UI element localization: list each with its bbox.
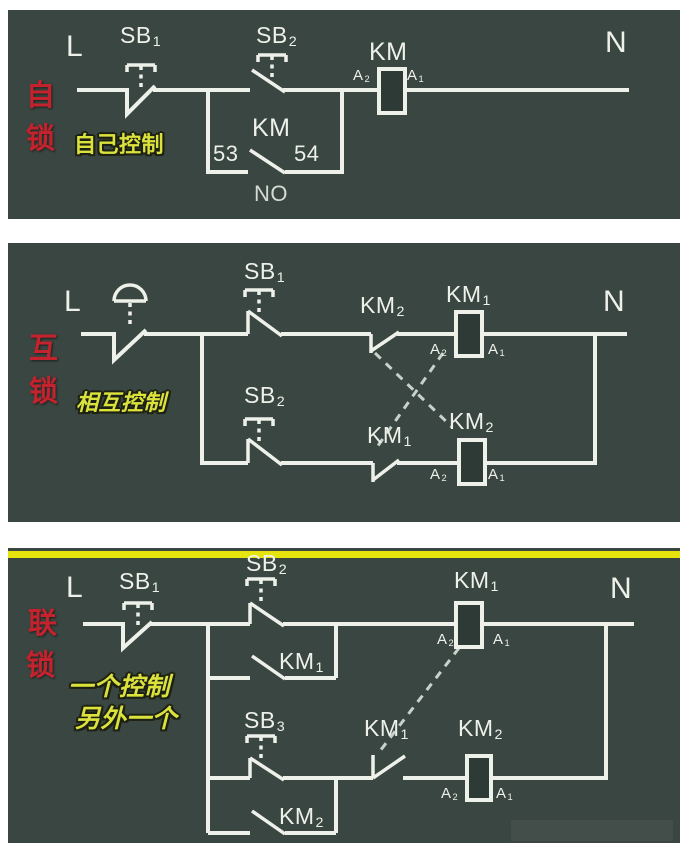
button-label-sb2: SB2 [246, 550, 288, 578]
km1-coil-symbol [454, 601, 484, 649]
line-label-L: L [64, 285, 82, 318]
terminal-label-a1: A1 [488, 466, 506, 483]
coil-label-km2: KM2 [458, 715, 503, 743]
panel-self-lock: L 自 锁 自己控制 SB1 SB2 KM A2 A1 N KM 53 54 N… [8, 10, 680, 219]
self-lock-circuit-svg [77, 53, 629, 175]
aux-contact-label-km: KM [252, 114, 291, 142]
button-label-sb1: SB1 [244, 258, 286, 286]
nc-contact-label-km2: KM2 [360, 292, 405, 320]
contact-blades [246, 309, 401, 482]
wires [83, 620, 634, 835]
push-button-operator-icon [245, 577, 277, 603]
wires [81, 328, 627, 465]
annotation-text: 另外一个 [75, 705, 178, 733]
interlock-dashed-line [373, 351, 454, 451]
terminal-label-a2: A2 [437, 631, 455, 648]
mushroom-head-operator-icon [112, 283, 148, 329]
button-label-sb3: SB3 [244, 707, 286, 735]
contactor-coil-label-km: KM [369, 38, 408, 66]
push-button-operator-icon [122, 601, 154, 627]
button-label-sb1: SB1 [120, 22, 162, 50]
no-contact-label: NO [254, 181, 288, 206]
push-button-operator-icon [256, 53, 288, 79]
contact-blades [248, 601, 406, 836]
terminal-label-a2: A2 [430, 341, 448, 358]
push-button-operator-icon [245, 734, 277, 760]
km-coil-symbol [377, 67, 407, 115]
line-label-L: L [66, 30, 84, 63]
km2-coil-symbol [465, 754, 493, 802]
button-label-sb2: SB2 [244, 382, 286, 410]
terminal-label-a2: A2 [441, 785, 459, 802]
title-char: 锁 [26, 650, 56, 682]
annotation-text: 一个控制 [68, 673, 171, 701]
km2-coil-symbol [457, 438, 487, 486]
title-char: 互 [29, 333, 59, 365]
coil-label-km2: KM2 [449, 408, 494, 436]
interlock-circuit-svg [81, 283, 627, 486]
push-button-operator-icon [243, 288, 275, 314]
aux-contact-label-km2: KM2 [279, 803, 324, 831]
chain-lock-circuit-svg [8, 551, 680, 841]
yellow-divider [8, 551, 680, 558]
panel-chain-lock: L 联 锁 一个控制 另外一个 SB1 SB2 KM1 SB3 KM2 KM1 … [8, 548, 680, 843]
line-label-N: N [603, 285, 626, 318]
km1-coil-symbol [454, 310, 484, 358]
line-label-L: L [66, 571, 84, 604]
interlock-dashed-line [378, 647, 461, 752]
terminal-label-a1: A1 [493, 631, 511, 648]
annotation-text: 自己控制 [74, 132, 165, 157]
button-label-sb2: SB2 [256, 22, 298, 50]
line-label-N: N [610, 572, 633, 605]
nc-contact-label-km1: KM1 [364, 715, 409, 743]
contact-pin-54: 54 [294, 141, 320, 166]
panel-interlock: L 互 锁 相互控制 SB1 SB2 KM2 KM1 A2 A1 N KM1 K… [8, 243, 680, 522]
contact-pin-53: 53 [213, 141, 239, 166]
push-button-operator-icon [125, 63, 157, 89]
terminal-label-a1: A1 [407, 67, 425, 84]
nc-contact-label-km1: KM1 [367, 422, 412, 450]
terminal-label-a2: A2 [353, 67, 371, 84]
terminal-label-a1: A1 [488, 341, 506, 358]
push-button-operator-icon [243, 417, 275, 443]
annotation-text: 相互控制 [76, 390, 167, 415]
terminal-label-a2: A2 [430, 466, 448, 483]
line-label-N: N [605, 26, 628, 59]
wires [77, 84, 629, 174]
title-char: 自 [26, 80, 56, 112]
coil-label-km1: KM1 [446, 281, 491, 309]
contact-blades [249, 68, 286, 175]
button-label-sb1: SB1 [119, 568, 161, 596]
title-char: 锁 [26, 123, 56, 155]
coil-label-km1: KM1 [454, 567, 499, 595]
title-char: 锁 [29, 376, 59, 408]
watermark-box [511, 820, 673, 841]
terminal-label-a1: A1 [496, 785, 514, 802]
aux-contact-label-km1: KM1 [279, 648, 324, 676]
title-char: 联 [28, 608, 58, 640]
